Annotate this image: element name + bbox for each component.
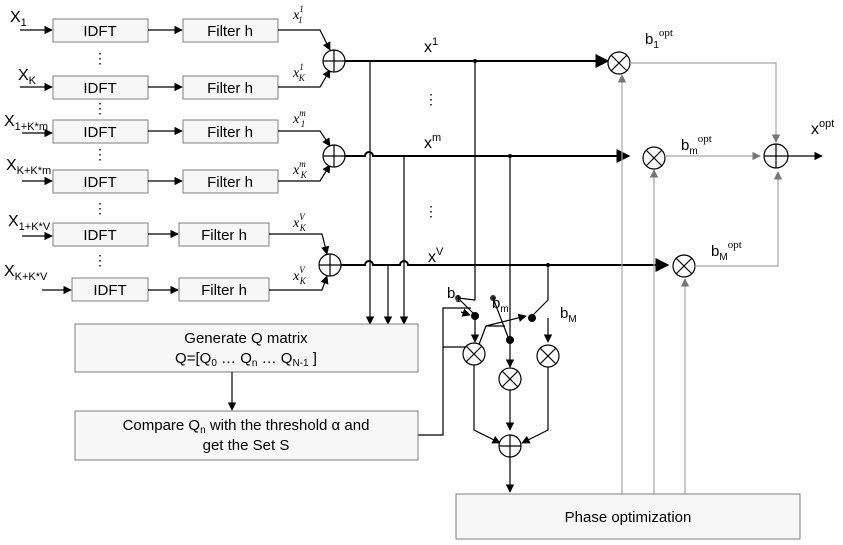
input-label-3: X1+K*m: [4, 113, 48, 133]
final-sum-node: [764, 144, 788, 168]
compare-label-line1: Compare Qn with the threshold α and: [123, 417, 370, 436]
filter-output-label-6: xVK: [292, 265, 307, 286]
phase-optimization-label: Phase optimization: [565, 509, 692, 526]
branch-row-3: X1+K*m IDFT Filter h xm1: [4, 108, 330, 146]
multiplier-switch-bm: [499, 368, 521, 390]
input-label-5: X1+K*V: [8, 213, 51, 233]
signal-label-xv: xV: [428, 246, 444, 266]
ellipsis-row-2-3: ⋮: [93, 100, 107, 116]
ellipsis-signal-m-v: ⋮: [424, 203, 438, 219]
filter-output-label-3: xm1: [292, 108, 306, 129]
idft-label-4: IDFT: [83, 174, 116, 191]
input-label-2: XK: [18, 67, 37, 87]
sum-node-1: [323, 50, 345, 72]
input-label-1: X1: [10, 9, 27, 29]
ellipsis-row-1-2: ⋮: [93, 50, 107, 66]
filter-label-6: Filter h: [201, 282, 247, 299]
filter-label-2: Filter h: [207, 80, 253, 97]
filter-label-1: Filter h: [207, 23, 253, 40]
branch-row-1: X1 IDFT Filter h x11: [10, 4, 330, 50]
mult-bM-to-sum: [522, 367, 548, 443]
coef-label-bMopt: bMopt: [711, 239, 742, 263]
generate-q-label: Generate Q matrix: [184, 330, 308, 347]
filter-to-sum-arrow-5: [269, 234, 327, 254]
multiplier-switch-bM: [537, 345, 559, 367]
sum-node-v: [319, 254, 341, 276]
input-label-6: XK+K*V: [4, 263, 48, 283]
filter-output-label-5: xVK: [292, 212, 307, 233]
branch-row-5: X1+K*V IDFT Filter h xVK: [8, 212, 327, 254]
ellipsis-row-3-4: ⋮: [93, 146, 107, 162]
signal-label-x1: x1: [424, 36, 438, 56]
junction-xv: [546, 263, 550, 267]
filter-to-sum-arrow-1: [278, 30, 330, 50]
signal-label-xm: xm: [424, 132, 441, 152]
output-label-xopt: xopt: [811, 118, 834, 138]
ellipsis-row-5-6: ⋮: [93, 252, 107, 268]
idft-label-5: IDFT: [83, 227, 116, 244]
multiplier-switch-b1: [463, 343, 485, 365]
set-s-to-bM-switch: [486, 316, 526, 326]
coef-label-b1opt: b1opt: [645, 27, 673, 51]
mult-b1-to-sum: [474, 365, 500, 443]
filter-output-label-2: x1K: [292, 62, 306, 83]
compare-label-line2: get the Set S: [203, 437, 290, 454]
idft-label-3: IDFT: [83, 124, 116, 141]
set-s-b1-arrow: [461, 312, 470, 315]
sum-node-candidates: [499, 435, 521, 457]
switch-label-b1: b1: [447, 285, 461, 305]
coef-label-bmopt: bmopt: [681, 133, 712, 157]
switch-bM: [528, 300, 548, 342]
signal-line-xv: [341, 261, 668, 265]
multiplier-b1opt: [608, 52, 630, 74]
filter-to-sum-arrow-3: [278, 131, 330, 146]
input-label-4: XK+K*m: [6, 157, 51, 177]
junction-x1: [473, 59, 477, 63]
set-s-to-b1-switch: [418, 308, 471, 435]
signal-line-xm: [345, 152, 629, 156]
ellipsis-row-4-5: ⋮: [93, 200, 107, 216]
idft-label-2: IDFT: [83, 80, 116, 97]
filter-label-4: Filter h: [207, 174, 253, 191]
branch-row-6: XK+K*V IDFT Filter h xVK: [4, 263, 327, 301]
idft-label-6: IDFT: [93, 282, 126, 299]
idft-label-1: IDFT: [83, 23, 116, 40]
switch-label-bm: bm: [492, 295, 509, 315]
ellipsis-signal-1-m: ⋮: [424, 91, 438, 107]
filter-label-5: Filter h: [201, 227, 247, 244]
filter-output-label-4: xmK: [292, 159, 308, 180]
multiplier-bMopt: [673, 255, 695, 277]
b1opt-to-final-sum: [630, 63, 776, 142]
junction-xm: [508, 154, 512, 158]
bMopt-to-final-sum: [695, 172, 778, 266]
filter-output-label-1: x11: [292, 4, 303, 25]
branch-row-2: XK IDFT Filter h x1K: [18, 62, 330, 99]
filter-label-3: Filter h: [207, 124, 253, 141]
branch-row-4: XK+K*m IDFT Filter h xmK: [6, 157, 330, 193]
sum-node-m: [323, 145, 345, 167]
switch-label-bM: bM: [560, 305, 577, 325]
multiplier-bmopt: [643, 147, 665, 169]
